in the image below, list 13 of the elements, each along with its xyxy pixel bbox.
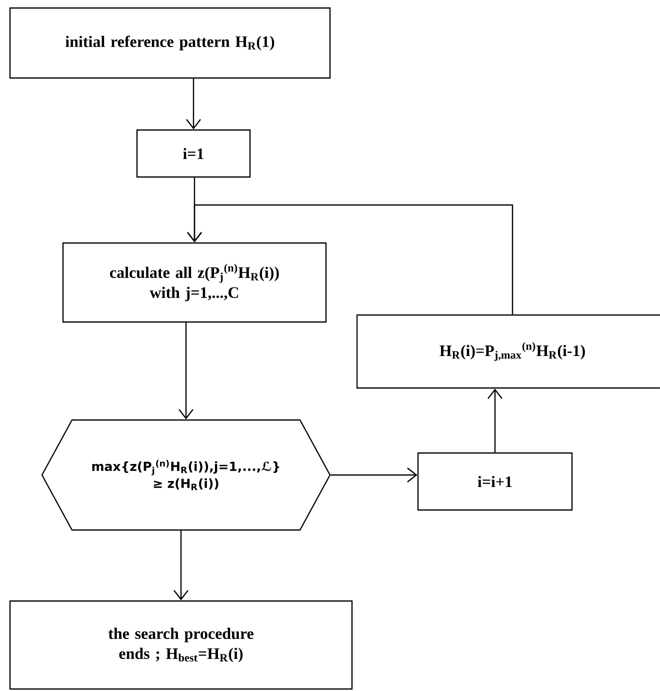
arrow <box>187 204 514 314</box>
arrow <box>186 78 201 130</box>
arrow <box>174 530 188 600</box>
process-box: initial reference pattern H$_{R}$(1) <box>9 7 331 79</box>
decision-hexagon: max{z(P$_{j}$$^{(n)}$H$_{R}$(i)),j=1,...,ℒ} ≥ z(H$_{R}$(i)) <box>41 419 331 531</box>
process-box: H$_{R}$(i)=P$_{j,max}$$^{(n)}$H$_{R}$(i-1) <box>356 314 660 389</box>
arrow <box>178 322 194 420</box>
arrow <box>330 468 418 482</box>
arrow <box>488 388 502 452</box>
process-box: i=1 <box>136 129 251 178</box>
process-box: the search procedure ends ; H$_{best}$=H$_{R}$(i) <box>9 600 353 690</box>
process-box: i=i+1 <box>417 452 573 511</box>
process-box: calculate all z(P$_{j}$$^{(n)}$H$_{R}$(i)) with j=1,...,C <box>62 242 327 323</box>
